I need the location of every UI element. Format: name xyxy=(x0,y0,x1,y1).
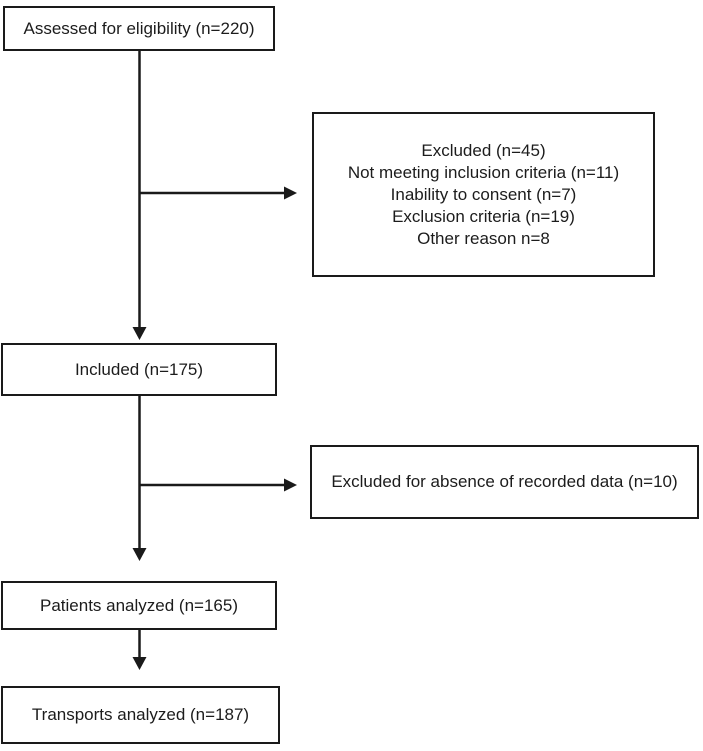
box-excluded-recorded-data: Excluded for absence of recorded data (n… xyxy=(310,445,699,519)
box-assessed-for-eligibility: Assessed for eligibility (n=220) xyxy=(3,6,275,51)
excluded-recorded-data-label: Excluded for absence of recorded data (n… xyxy=(331,472,678,491)
box-transports-analyzed: Transports analyzed (n=187) xyxy=(1,686,280,744)
box-included: Included (n=175) xyxy=(1,343,277,396)
box-patients-analyzed: Patients analyzed (n=165) xyxy=(1,581,277,630)
box-excluded: Excluded (n=45) Not meeting inclusion cr… xyxy=(312,112,655,277)
excluded-line-not-meeting-criteria: Not meeting inclusion criteria (n=11) xyxy=(347,162,620,182)
assessed-label: Assessed for eligibility (n=220) xyxy=(23,18,255,38)
arrow-assessed-to-included xyxy=(132,51,147,340)
arrow-patients-to-transports xyxy=(132,630,147,670)
arrow-included-to-patients xyxy=(132,396,147,561)
arrow-to-excluded xyxy=(139,186,297,200)
excluded-line-exclusion-criteria: Exclusion criteria (n=19) xyxy=(392,206,575,226)
excluded-line-inability-to-consent: Inability to consent (n=7) xyxy=(390,184,577,204)
arrow-to-excluded-recorded-data xyxy=(139,478,297,492)
patients-analyzed-label: Patients analyzed (n=165) xyxy=(40,595,238,615)
excluded-line-total: Excluded (n=45) xyxy=(421,140,546,160)
transports-analyzed-label: Transports analyzed (n=187) xyxy=(31,705,250,724)
excluded-line-other-reason: Other reason n=8 xyxy=(417,228,550,248)
included-label: Included (n=175) xyxy=(74,359,204,379)
